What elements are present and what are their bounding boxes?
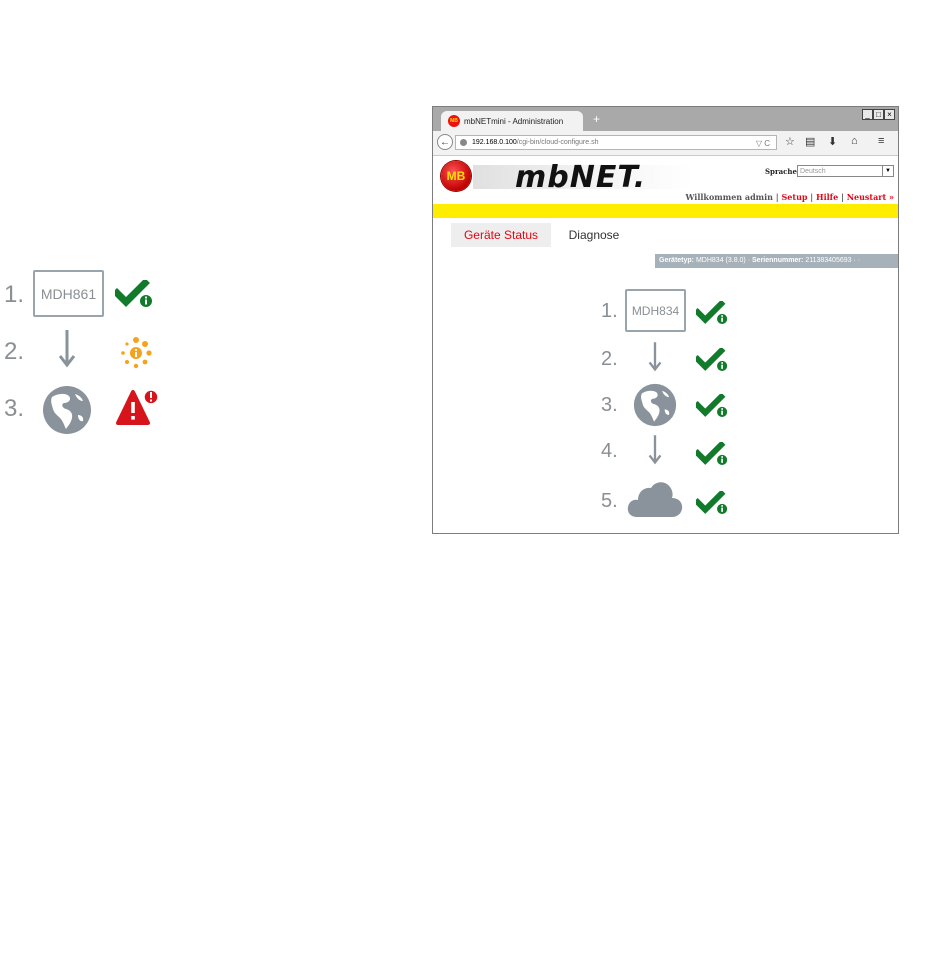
step-number: 2. xyxy=(601,348,618,371)
maximize-button[interactable]: □ xyxy=(873,109,884,120)
new-tab-button[interactable]: + xyxy=(593,112,600,126)
device-box: MDH861 xyxy=(33,270,104,317)
device-label: MDH861 xyxy=(41,286,96,302)
browser-navbar: ← 192.168.0.100/cgi-bin/cloud-configure.… xyxy=(433,131,898,156)
favicon-icon: MB xyxy=(448,115,460,127)
setup-link[interactable]: Setup xyxy=(782,192,808,202)
separator: | xyxy=(841,192,844,202)
language-label: Sprache xyxy=(765,167,797,176)
step-number: 5. xyxy=(601,490,618,513)
page-header: MB mbNET. Sprache Deutsch ▼ Willkommen a… xyxy=(433,156,898,203)
check-info-icon xyxy=(696,394,728,418)
restart-link[interactable]: Neustart » xyxy=(847,192,894,202)
device-type-value: MDH834 (3.8.0) xyxy=(696,257,746,264)
step-number: 1. xyxy=(601,300,618,323)
arrow-down-icon xyxy=(648,433,662,467)
check-info-icon xyxy=(696,442,728,466)
mb-logo: MB xyxy=(441,161,471,191)
help-link[interactable]: Hilfe xyxy=(816,192,838,202)
cloud-icon xyxy=(627,478,683,518)
reload-button[interactable]: ▽ C xyxy=(756,137,770,151)
browser-titlebar: MB mbNETmini - Administration + _ □ × xyxy=(433,107,898,131)
back-button[interactable]: ← xyxy=(437,134,453,150)
brand-title: mbNET. xyxy=(515,160,646,195)
globe-icon xyxy=(633,383,677,427)
separator: · xyxy=(748,257,750,264)
tab-device-status[interactable]: Geräte Status xyxy=(451,223,551,247)
loading-spinner-icon xyxy=(118,335,154,371)
browser-tab[interactable]: MB mbNETmini - Administration xyxy=(441,111,583,131)
yellow-bar xyxy=(433,204,898,218)
url-bar[interactable]: 192.168.0.100/cgi-bin/cloud-configure.sh… xyxy=(455,135,777,150)
step-number: 3. xyxy=(601,394,618,417)
separator: | xyxy=(776,192,779,202)
user-bar: Willkommen admin | Setup | Hilfe | Neust… xyxy=(685,192,894,202)
welcome-text: Willkommen admin xyxy=(685,192,773,202)
device-box: MDH834 xyxy=(625,289,686,332)
star-icon[interactable]: ☆ xyxy=(785,135,795,148)
language-value: Deutsch xyxy=(800,168,826,175)
check-info-icon xyxy=(115,280,153,308)
warning-error-icon xyxy=(116,388,160,428)
legend-step-number: 3. xyxy=(4,395,24,423)
legend-step-number: 1. xyxy=(4,281,24,309)
close-button[interactable]: × xyxy=(884,109,895,120)
bookmarks-icon[interactable]: ▤ xyxy=(805,135,815,148)
chevron-down-icon: ▼ xyxy=(882,166,893,176)
check-info-icon xyxy=(696,491,728,515)
serial-value: 211383405693 xyxy=(805,257,851,264)
check-info-icon xyxy=(696,348,728,372)
separator: · · xyxy=(853,257,860,264)
tab-title: mbNETmini - Administration xyxy=(464,117,563,126)
arrow-down-icon xyxy=(58,330,76,368)
language-select[interactable]: Deutsch ▼ xyxy=(797,165,894,177)
globe-icon xyxy=(42,385,92,435)
minimize-button[interactable]: _ xyxy=(862,109,873,120)
separator: | xyxy=(810,192,813,202)
url-path: /cgi-bin/cloud-configure.sh xyxy=(517,139,599,146)
step-number: 4. xyxy=(601,440,618,463)
check-info-icon xyxy=(696,301,728,325)
download-icon[interactable]: ⬇ xyxy=(828,135,837,148)
tab-diagnose[interactable]: Diagnose xyxy=(553,223,635,247)
site-info-icon[interactable] xyxy=(460,139,467,146)
serial-label: Seriennummer: xyxy=(752,257,803,264)
url-host: 192.168.0.100 xyxy=(472,139,517,146)
legend-step-number: 2. xyxy=(4,338,24,366)
device-info-bar: Gerätetyp: MDH834 (3.8.0) · Seriennummer… xyxy=(655,254,899,268)
device-label: MDH834 xyxy=(632,304,679,318)
browser-window: MB mbNETmini - Administration + _ □ × ← … xyxy=(432,106,899,534)
arrow-down-icon xyxy=(648,340,662,374)
home-icon[interactable]: ⌂ xyxy=(851,135,858,147)
device-type-label: Gerätetyp: xyxy=(659,257,694,264)
menu-icon[interactable]: ≡ xyxy=(878,135,884,147)
